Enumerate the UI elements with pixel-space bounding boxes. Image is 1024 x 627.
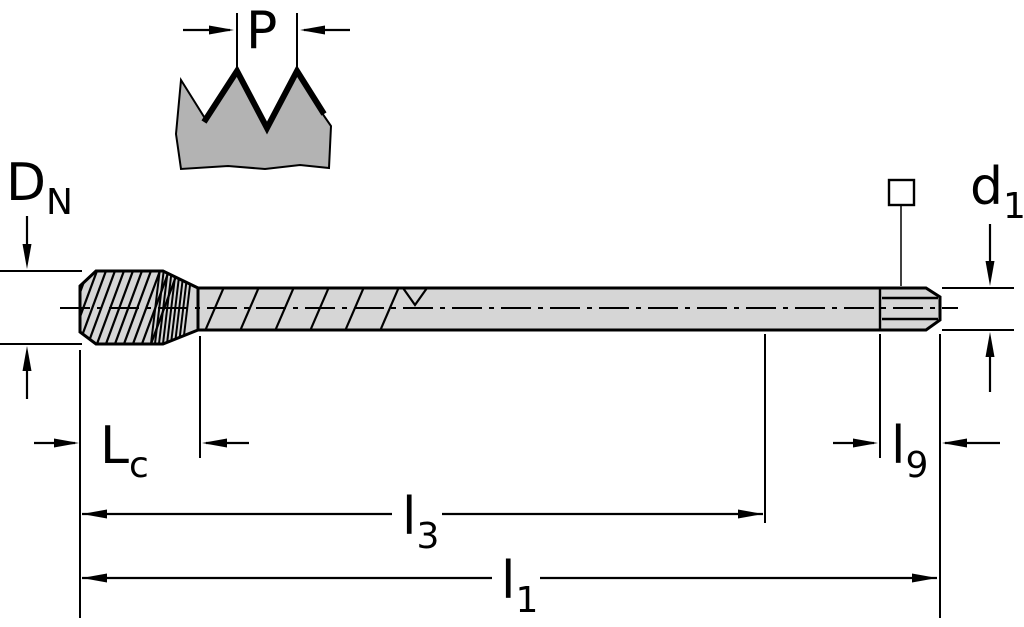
thread-profile-detail: [174, 13, 333, 171]
l1-dimension: l1: [82, 551, 937, 621]
dn-dimension: DN: [0, 153, 82, 399]
extension-lines: [79, 334, 941, 618]
d1-label-main: d: [970, 157, 1003, 217]
square-drive-symbol: [887, 178, 916, 286]
square-drive-lines: [878, 288, 938, 330]
l1-arrow-left: [82, 573, 107, 583]
l9-label: l9: [891, 416, 928, 486]
thread-runout-mark: [402, 287, 428, 307]
pitch-label-main: P: [246, 1, 277, 61]
d1-label: d1: [970, 157, 1024, 227]
l9-label-main: l: [891, 416, 905, 476]
d1-label-sub: 1: [1003, 186, 1024, 227]
thread-profile-flanks: [201, 64, 327, 135]
l3-arrow-right: [738, 509, 763, 519]
l9-dimension: l9: [833, 416, 1000, 486]
l3-label-sub: 3: [416, 516, 439, 557]
lc-label-main: L: [100, 416, 129, 476]
dn-label-sub: N: [46, 182, 73, 223]
l1-label: l1: [501, 551, 538, 621]
pitch-dimension: P: [183, 1, 350, 61]
pitch-label: P: [246, 1, 277, 61]
d1-arrow-down: [985, 261, 995, 286]
d1-arrow-up: [985, 332, 995, 357]
d1-dimension: d1: [942, 157, 1024, 392]
dn-arrow-up: [22, 346, 32, 371]
lc-label-sub: c: [129, 445, 149, 486]
l1-arrow-right: [912, 573, 937, 583]
dn-label: DN: [6, 153, 73, 223]
l3-dimension: l3: [82, 487, 763, 557]
l3-label-main: l: [402, 487, 416, 547]
lc-dimension: Lc: [34, 416, 249, 486]
lc-arrow-right: [202, 438, 227, 448]
l3-arrow-left: [82, 509, 107, 519]
l1-label-sub: 1: [515, 580, 538, 621]
square-icon: [887, 178, 916, 207]
dn-label-main: D: [6, 153, 46, 213]
lc-arrow-left: [54, 438, 79, 448]
pitch-arrow-right: [300, 25, 325, 35]
l9-arrow-left: [853, 438, 878, 448]
lc-label: Lc: [100, 416, 149, 486]
l1-label-main: l: [501, 551, 515, 611]
dn-arrow-down: [22, 244, 32, 269]
l9-label-sub: 9: [905, 445, 928, 486]
l3-label: l3: [402, 487, 439, 557]
pitch-arrow-left: [209, 25, 234, 35]
tap-tool-drawing: [60, 269, 958, 346]
l9-arrow-right: [942, 438, 967, 448]
